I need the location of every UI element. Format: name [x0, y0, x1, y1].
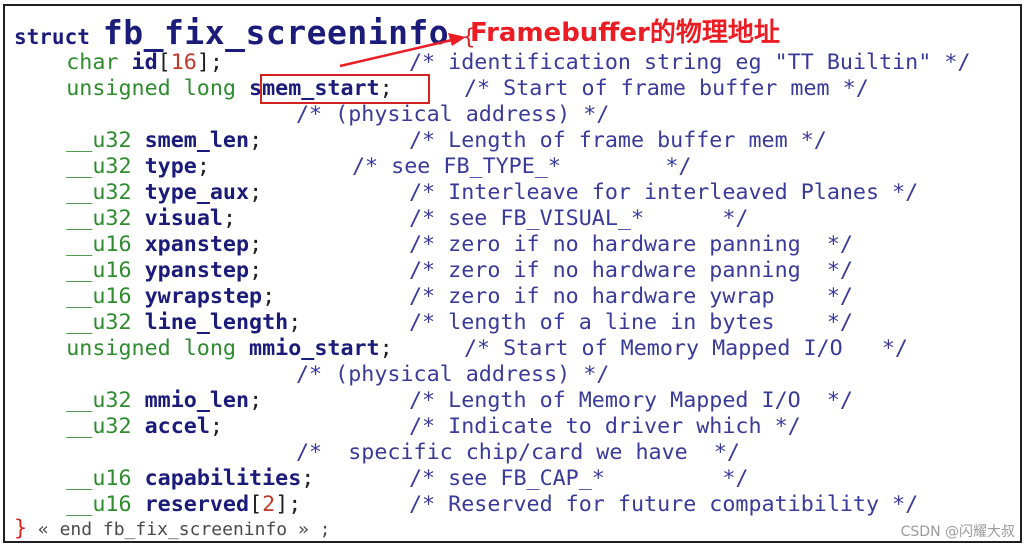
comment-id: /* identification string eg "TT Builtin"…: [409, 50, 971, 75]
semicolon: ;: [249, 388, 263, 413]
comment-ywrapstep: /* zero if no hardware ywrap */: [409, 284, 853, 309]
code-line-id: char id[16];: [14, 50, 223, 76]
field-name: ywrapstep: [144, 284, 263, 309]
bracket-open: [: [157, 50, 171, 75]
comment-smem-start-continued: /* (physical address) */: [296, 102, 610, 127]
field-type: __u16: [66, 492, 132, 517]
code-line-type: __u32 type;: [14, 154, 210, 180]
semicolon: ;: [301, 466, 315, 491]
field-name: line_length: [144, 310, 289, 335]
field-name: xpanstep: [144, 232, 250, 257]
code-line-smem-len: __u32 smem_len;: [14, 128, 262, 154]
struct-header-line: struct fb_fix_screeninfo {: [14, 13, 475, 52]
comment-smem-len: /* Length of frame buffer mem */: [409, 128, 827, 153]
struct-name: fb_fix_screeninfo: [102, 13, 450, 52]
code-line-accel: __u32 accel;: [14, 414, 223, 440]
semicolon: ;: [249, 258, 263, 283]
comment-xpanstep: /* zero if no hardware panning */: [409, 232, 853, 257]
code-line-line-length: __u32 line_length;: [14, 310, 301, 336]
comment-ypanstep: /* zero if no hardware panning */: [409, 258, 853, 283]
field-type: __u32: [66, 310, 132, 335]
semicolon: ;: [262, 284, 276, 309]
field-name: type_aux: [144, 180, 250, 205]
field-type: unsigned long: [66, 336, 236, 361]
struct-keyword: struct: [14, 25, 90, 49]
field-type: __u16: [66, 258, 132, 283]
end-struct-comment: « end fb_fix_screeninfo » ;: [27, 519, 331, 540]
struct-closing-line: } « end fb_fix_screeninfo » ;: [14, 516, 331, 542]
field-type: __u16: [66, 232, 132, 257]
code-line-type-aux: __u32 type_aux;: [14, 180, 262, 206]
field-type: __u32: [66, 128, 132, 153]
semicolon: ;: [249, 232, 263, 257]
array-size: 16: [170, 50, 197, 75]
comment-type-aux: /* Interleave for interleaved Planes */: [409, 180, 919, 205]
field-type: __u32: [66, 180, 132, 205]
field-type: unsigned long: [66, 76, 236, 101]
field-type: __u32: [66, 154, 132, 179]
field-name: capabilities: [144, 466, 302, 491]
comment-type: /* see FB_TYPE_* */: [352, 154, 692, 179]
semicolon: ;: [379, 336, 393, 361]
framebuffer-physical-address-annotation: Framebuffer的物理地址: [470, 18, 780, 48]
semicolon: ;: [288, 310, 302, 335]
field-name: mmio_start: [249, 336, 380, 361]
field-name: type: [144, 154, 197, 179]
close-brace: }: [14, 516, 28, 541]
field-name: id: [131, 50, 158, 75]
semicolon: ;: [249, 180, 263, 205]
bracket-close: ];: [275, 492, 302, 517]
array-size: 2: [262, 492, 276, 517]
semicolon: ;: [196, 154, 210, 179]
field-type: __u32: [66, 206, 132, 231]
field-type: __u32: [66, 414, 132, 439]
code-line-smem-start: unsigned long smem_start;: [14, 76, 393, 102]
comment-accel: /* Indicate to driver which */: [409, 414, 801, 439]
bracket-close: ];: [196, 50, 223, 75]
comment-mmio-start-continued: /* (physical address) */: [296, 362, 610, 387]
field-name: smem_len: [144, 128, 250, 153]
code-line-ypanstep: __u16 ypanstep;: [14, 258, 262, 284]
code-line-mmio-len: __u32 mmio_len;: [14, 388, 262, 414]
code-line-mmio-start: unsigned long mmio_start;: [14, 336, 393, 362]
comment-mmio-start: /* Start of Memory Mapped I/O */: [464, 336, 908, 361]
comment-capabilities: /* see FB_CAP_* */: [409, 466, 749, 491]
code-line-ywrapstep: __u16 ywrapstep;: [14, 284, 275, 310]
field-name: reserved: [144, 492, 250, 517]
field-name: ypanstep: [144, 258, 250, 283]
comment-smem-start: /* Start of frame buffer mem */: [464, 76, 869, 101]
code-frame: [3, 4, 1022, 543]
comment-line-length: /* length of a line in bytes */: [409, 310, 853, 335]
semicolon: ;: [379, 76, 393, 101]
comment-mmio-len: /* Length of Memory Mapped I/O */: [409, 388, 853, 413]
comment-visual: /* see FB_VISUAL_* */: [409, 206, 749, 231]
field-name: mmio_len: [144, 388, 250, 413]
comment-reserved: /* Reserved for future compatibility */: [409, 492, 919, 517]
csdn-watermark: CSDN @闪耀大叔: [900, 524, 1015, 540]
smem-start-highlight-box: [260, 74, 430, 104]
field-type: __u16: [66, 466, 132, 491]
code-line-capabilities: __u16 capabilities;: [14, 466, 314, 492]
semicolon: ;: [222, 206, 236, 231]
field-name: accel: [144, 414, 210, 439]
field-type: __u32: [66, 388, 132, 413]
field-type: char: [66, 50, 119, 75]
field-name: visual: [144, 206, 223, 231]
code-line-visual: __u32 visual;: [14, 206, 236, 232]
field-type: __u16: [66, 284, 132, 309]
comment-accel-continued: /* specific chip/card we have */: [296, 440, 740, 465]
field-name-smem-start: smem_start: [249, 76, 380, 101]
code-line-xpanstep: __u16 xpanstep;: [14, 232, 262, 258]
bracket-open: [: [249, 492, 263, 517]
semicolon: ;: [209, 414, 223, 439]
semicolon: ;: [249, 128, 263, 153]
code-line-reserved: __u16 reserved[2];: [14, 492, 301, 518]
